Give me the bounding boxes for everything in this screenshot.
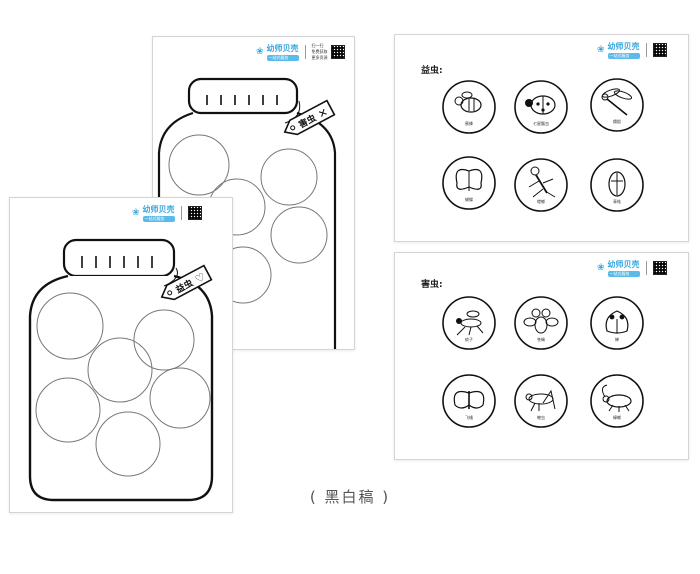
qr-code-icon bbox=[330, 45, 345, 59]
insect-card-moth: 飞蛾 bbox=[442, 374, 496, 428]
insect-name: 飞蛾 bbox=[465, 414, 473, 420]
beneficial-insect-grid: 蜜蜂 七星瓢虫 蜻蜓 蝴蝶 螳螂 bbox=[442, 78, 644, 212]
pest-title: 害虫: bbox=[421, 280, 443, 290]
insect-card-cicada: 蝉 bbox=[590, 296, 644, 350]
insect-card-locust: 蝗虫 bbox=[514, 374, 568, 428]
brand-subtitle: 一站式服务 bbox=[142, 216, 175, 222]
insect-name: 蜻蜓 bbox=[613, 118, 621, 124]
insect-name: 苍蝇 bbox=[537, 336, 545, 342]
pest-insect-grid: 蚊子 苍蝇 蝉 飞蛾 蝗虫 bbox=[442, 296, 644, 428]
brand-subtitle: 一站式服务 bbox=[607, 271, 640, 277]
insect-name: 蚊子 bbox=[465, 336, 473, 342]
brand-name: 幼师贝壳 bbox=[142, 205, 175, 214]
pest-jar-drawing: 害虫 ✕ bbox=[157, 77, 337, 349]
insect-card-frog: 青蛙 bbox=[590, 158, 644, 212]
insect-name: 螳螂 bbox=[537, 198, 545, 204]
qr-code-icon bbox=[652, 261, 667, 275]
brand-header: ❀ 幼师贝壳 一站式服务 bbox=[132, 204, 202, 222]
brand-name: 幼师贝壳 bbox=[607, 42, 640, 51]
shell-logo-icon: ❀ bbox=[132, 208, 140, 218]
insect-name: 蝉 bbox=[615, 336, 619, 342]
insect-card-mantis: 螳螂 bbox=[514, 158, 568, 212]
brand-header: ❀ 幼师贝壳 一站式服务 bbox=[597, 41, 667, 59]
insect-card-butterfly: 蝴蝶 bbox=[442, 156, 496, 210]
brand-subtitle: 一站式服务 bbox=[607, 53, 640, 59]
brand-header: ❀ 幼师贝壳 一站式服务 bbox=[597, 259, 667, 277]
shell-logo-icon: ❀ bbox=[597, 263, 605, 273]
qr-code-icon bbox=[652, 43, 667, 57]
pest-cards-sheet: ❀ 幼师贝壳 一站式服务 害虫: 蚊子 苍蝇 蝉 bbox=[394, 252, 689, 460]
insect-name: 蟑螂 bbox=[613, 414, 621, 420]
scan-text: 扫一扫免费获取更多资源 bbox=[311, 43, 328, 60]
insect-card-ladybug: 七星瓢虫 bbox=[514, 80, 568, 134]
insect-card-dragonfly: 蜻蜓 bbox=[590, 78, 644, 132]
insect-name: 蝗虫 bbox=[537, 414, 545, 420]
insect-name: 七星瓢虫 bbox=[533, 120, 549, 126]
brand-subtitle: 一站式服务 bbox=[266, 55, 299, 61]
insect-name: 青蛙 bbox=[613, 198, 621, 204]
beneficial-cards-sheet: ❀ 幼师贝壳 一站式服务 益虫: 蜜蜂 七星瓢虫 bbox=[394, 34, 689, 242]
insect-card-fly: 苍蝇 bbox=[514, 296, 568, 350]
insect-card-cockroach: 蟑螂 bbox=[590, 374, 644, 428]
brand-name: 幼师贝壳 bbox=[266, 44, 299, 53]
insect-card-bee: 蜜蜂 bbox=[442, 80, 496, 134]
qr-code-icon bbox=[187, 206, 202, 220]
caption-black-white-draft: ( 黑白稿 ) bbox=[309, 488, 391, 506]
beneficial-title: 益虫: bbox=[421, 66, 443, 76]
beneficial-jar-drawing: 益虫 ♡ bbox=[28, 238, 214, 502]
shell-logo-icon: ❀ bbox=[597, 45, 605, 55]
shell-logo-icon: ❀ bbox=[256, 47, 264, 57]
brand-header: ❀ 幼师贝壳 一站式服务 扫一扫免费获取更多资源 bbox=[256, 43, 345, 61]
insect-name: 蝴蝶 bbox=[465, 196, 473, 202]
insect-name: 蜜蜂 bbox=[465, 120, 473, 126]
beneficial-jar-sheet: ❀ 幼师贝壳 一站式服务 益虫 ♡ bbox=[9, 197, 233, 513]
insect-card-mosquito: 蚊子 bbox=[442, 296, 496, 350]
brand-name: 幼师贝壳 bbox=[607, 260, 640, 269]
